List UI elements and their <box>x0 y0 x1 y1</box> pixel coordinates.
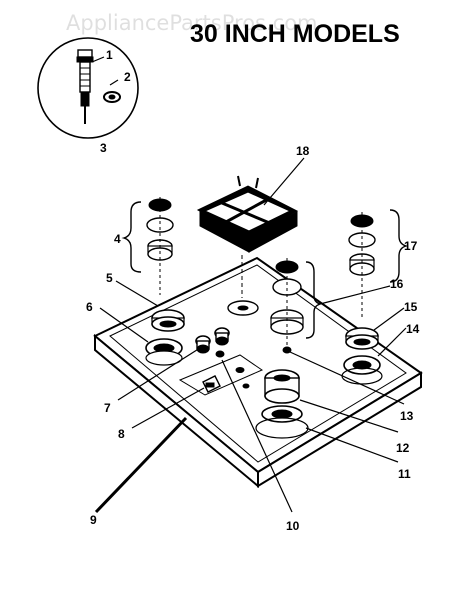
knob-part <box>195 335 211 354</box>
callout-11: 11 <box>398 467 411 481</box>
surface-hole-2 <box>242 383 250 389</box>
knob-part-10 <box>214 327 230 358</box>
callout-6: 6 <box>86 300 93 314</box>
callout-4: 4 <box>114 232 121 246</box>
callout-17: 17 <box>404 239 418 253</box>
leader-1 <box>91 56 105 63</box>
bracket-part <box>202 375 221 393</box>
callout-14: 14 <box>406 322 420 336</box>
leader-10 <box>221 359 293 513</box>
burner-stack-center <box>270 258 304 352</box>
callout-3: 3 <box>100 141 107 155</box>
callout-7: 7 <box>104 401 111 415</box>
leader-7 <box>117 347 201 401</box>
burner-center-base <box>282 346 292 354</box>
leader-18 <box>263 157 305 206</box>
bracket-17 <box>389 209 409 283</box>
callout-2: 2 <box>124 70 131 84</box>
burner-stack-left <box>146 197 174 295</box>
callout-1: 1 <box>106 48 113 62</box>
leader-2 <box>109 79 119 86</box>
callout-5: 5 <box>106 271 113 285</box>
burner-front-left <box>145 338 183 366</box>
burner-front-center <box>255 369 309 439</box>
watermark-text: AppliancePartsPros.com <box>66 11 318 35</box>
leader-8 <box>131 387 205 429</box>
leader-6 <box>99 307 149 343</box>
callout-13: 13 <box>400 409 414 423</box>
igniter-nut-part <box>103 91 121 103</box>
leader-13 <box>289 351 405 405</box>
callout-16: 16 <box>390 277 404 291</box>
callout-9: 9 <box>90 513 97 527</box>
surface-hole <box>235 367 245 373</box>
grate-part <box>196 175 299 253</box>
igniter-part <box>76 49 94 124</box>
igniter-inset <box>37 37 139 139</box>
leader-11 <box>305 427 399 463</box>
diagram-title: 30 INCH MODELS <box>190 20 400 48</box>
leader-5 <box>115 280 159 307</box>
burner-right <box>341 327 383 385</box>
leader-9 <box>94 416 188 514</box>
burner-center-surface <box>227 300 259 316</box>
leader-15 <box>373 307 405 331</box>
callout-18: 18 <box>296 144 310 158</box>
callout-10: 10 <box>286 519 300 533</box>
leader-14 <box>377 327 407 357</box>
bracket-4 <box>121 201 142 273</box>
burner-stack-right <box>348 212 376 320</box>
callout-8: 8 <box>118 427 125 441</box>
leader-16 <box>319 285 391 305</box>
burner-back-left <box>151 309 185 332</box>
leader-12 <box>299 399 399 433</box>
callout-12: 12 <box>396 441 410 455</box>
callout-15: 15 <box>404 300 418 314</box>
